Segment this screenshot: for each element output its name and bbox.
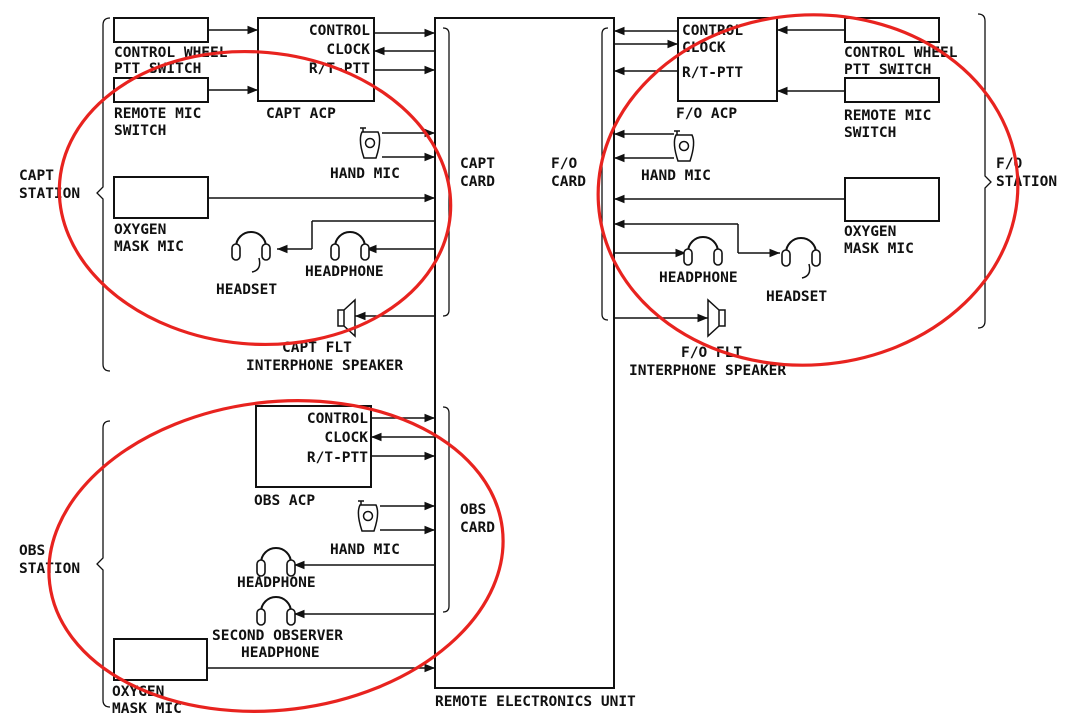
capt-speaker-label-2: INTERPHONE SPEAKER: [246, 358, 403, 374]
obs-acp-control: CONTROL: [307, 411, 368, 427]
capt-card-label-2: CARD: [460, 174, 495, 190]
fo-highlight-ellipse: [596, 13, 1020, 367]
fo-hand-mic-icon: [673, 130, 695, 162]
fo-remote-mic-label-1: REMOTE MIC: [844, 108, 931, 124]
fo-station-bracket: [977, 13, 992, 329]
capt-headphone-icon: [330, 231, 370, 261]
capt-oxygen-mask-box: [113, 176, 209, 219]
fo-speaker-label-2: INTERPHONE SPEAKER: [629, 363, 786, 379]
fo-station-label-2: STATION: [996, 174, 1057, 190]
fo-oxygen-label-2: MASK MIC: [844, 241, 914, 257]
obs-card-bracket: [442, 406, 450, 613]
capt-headset-label: HEADSET: [216, 282, 277, 298]
fo-oxygen-label-1: OXYGEN: [844, 224, 896, 240]
reu-label: REMOTE ELECTRONICS UNIT: [435, 694, 636, 710]
fo-acp-control: CONTROL: [682, 23, 743, 39]
capt-acp-box: [257, 17, 375, 102]
obs-hand-mic-icon: [357, 500, 379, 532]
fo-headset-icon: [781, 237, 821, 267]
fo-hand-mic-label: HAND MIC: [641, 168, 711, 184]
capt-acp-control: CONTROL: [309, 23, 370, 39]
fo-speaker-icon: [707, 298, 726, 338]
capt-oxygen-label-1: OXYGEN: [114, 222, 166, 238]
capt-card-bracket: [442, 27, 450, 317]
capt-ptt-switch-box: [113, 17, 209, 43]
fo-remote-mic-label-2: SWITCH: [844, 125, 896, 141]
fo-card-label-2: CARD: [551, 174, 586, 190]
fo-ptt-switch-box: [844, 17, 940, 43]
fo-headphone-icon: [683, 236, 723, 266]
obs-hand-mic-label: HAND MIC: [330, 542, 400, 558]
reu-block: [434, 17, 615, 689]
obs-headphone-label: HEADPHONE: [237, 575, 316, 591]
obs-acp-label: OBS ACP: [254, 493, 315, 509]
obs-second-headphone-label-2: HEADPHONE: [241, 645, 320, 661]
capt-hand-mic-label: HAND MIC: [330, 166, 400, 182]
fo-card-label-1: F/O: [551, 156, 577, 172]
capt-hand-mic-icon: [359, 127, 381, 159]
fo-speaker-label-1: F/O FLT: [681, 345, 742, 361]
fo-acp-clock: CLOCK: [682, 40, 726, 56]
obs-station-label-1: OBS: [19, 543, 45, 559]
fo-ptt-label-1: CONTROL WHEEL: [844, 45, 958, 61]
fo-headset-label: HEADSET: [766, 289, 827, 305]
capt-station-label-2: STATION: [19, 186, 80, 202]
capt-remote-mic-label-1: REMOTE MIC: [114, 106, 201, 122]
fo-remote-mic-box: [844, 77, 940, 103]
obs-acp-rt-ptt: R/T-PTT: [307, 450, 368, 466]
capt-acp-label: CAPT ACP: [266, 106, 336, 122]
fo-headphone-label: HEADPHONE: [659, 270, 738, 286]
obs-headphone-icon: [256, 547, 296, 577]
obs-oxygen-label-2: MASK MIC: [112, 701, 182, 717]
obs-highlight-ellipse: [47, 399, 505, 713]
capt-remote-mic-box: [113, 77, 209, 103]
obs-oxygen-label-1: OXYGEN: [112, 684, 164, 700]
fo-ptt-label-2: PTT SWITCH: [844, 62, 931, 78]
fo-acp-box: [677, 17, 778, 102]
capt-station-bracket: [96, 17, 111, 372]
fo-acp-rt-ptt: R/T-PTT: [682, 65, 743, 81]
obs-card-label-2: CARD: [460, 520, 495, 536]
capt-station-label-1: CAPT: [19, 168, 54, 184]
obs-station-bracket: [96, 420, 111, 708]
capt-card-label-1: CAPT: [460, 156, 495, 172]
obs-acp-box: [255, 405, 372, 488]
obs-second-headphone-label-1: SECOND OBSERVER: [212, 628, 343, 644]
fo-acp-label: F/O ACP: [676, 106, 737, 122]
capt-acp-clock: CLOCK: [326, 42, 370, 58]
obs-card-label-1: OBS: [460, 502, 486, 518]
capt-headset-icon: [231, 231, 271, 261]
capt-highlight-ellipse: [57, 49, 453, 347]
capt-speaker-label-1: CAPT FLT: [282, 340, 352, 356]
obs-oxygen-mask-box: [113, 638, 208, 681]
capt-oxygen-label-2: MASK MIC: [114, 239, 184, 255]
capt-headphone-label: HEADPHONE: [305, 264, 384, 280]
obs-second-headphone-icon: [256, 596, 296, 626]
fo-oxygen-mask-box: [844, 177, 940, 222]
capt-remote-mic-label-2: SWITCH: [114, 123, 166, 139]
obs-acp-clock: CLOCK: [324, 430, 368, 446]
fo-card-bracket: [601, 27, 609, 321]
